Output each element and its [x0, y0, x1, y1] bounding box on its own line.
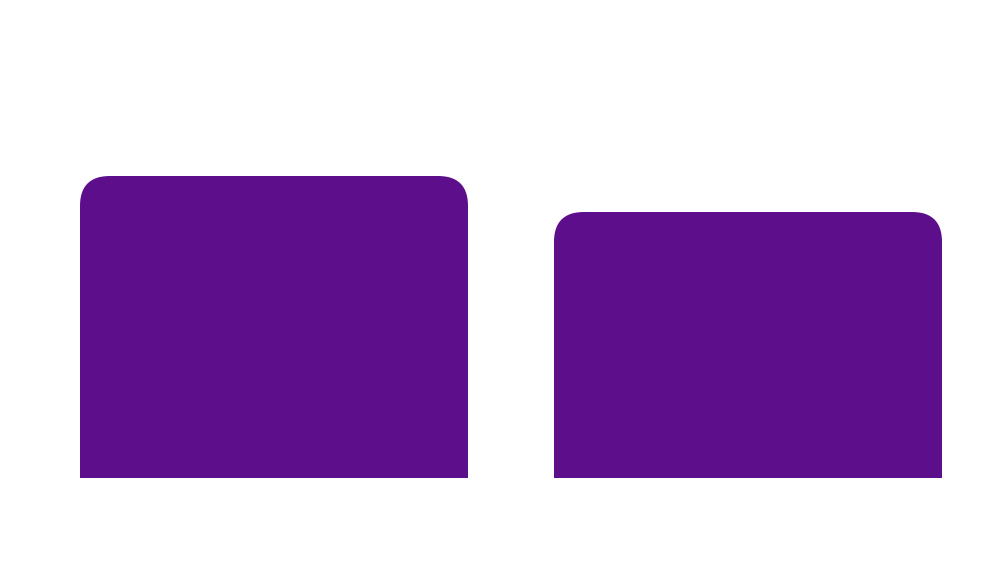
bar-2 — [554, 212, 942, 478]
bar-1 — [80, 176, 468, 478]
bars-group — [80, 176, 942, 478]
